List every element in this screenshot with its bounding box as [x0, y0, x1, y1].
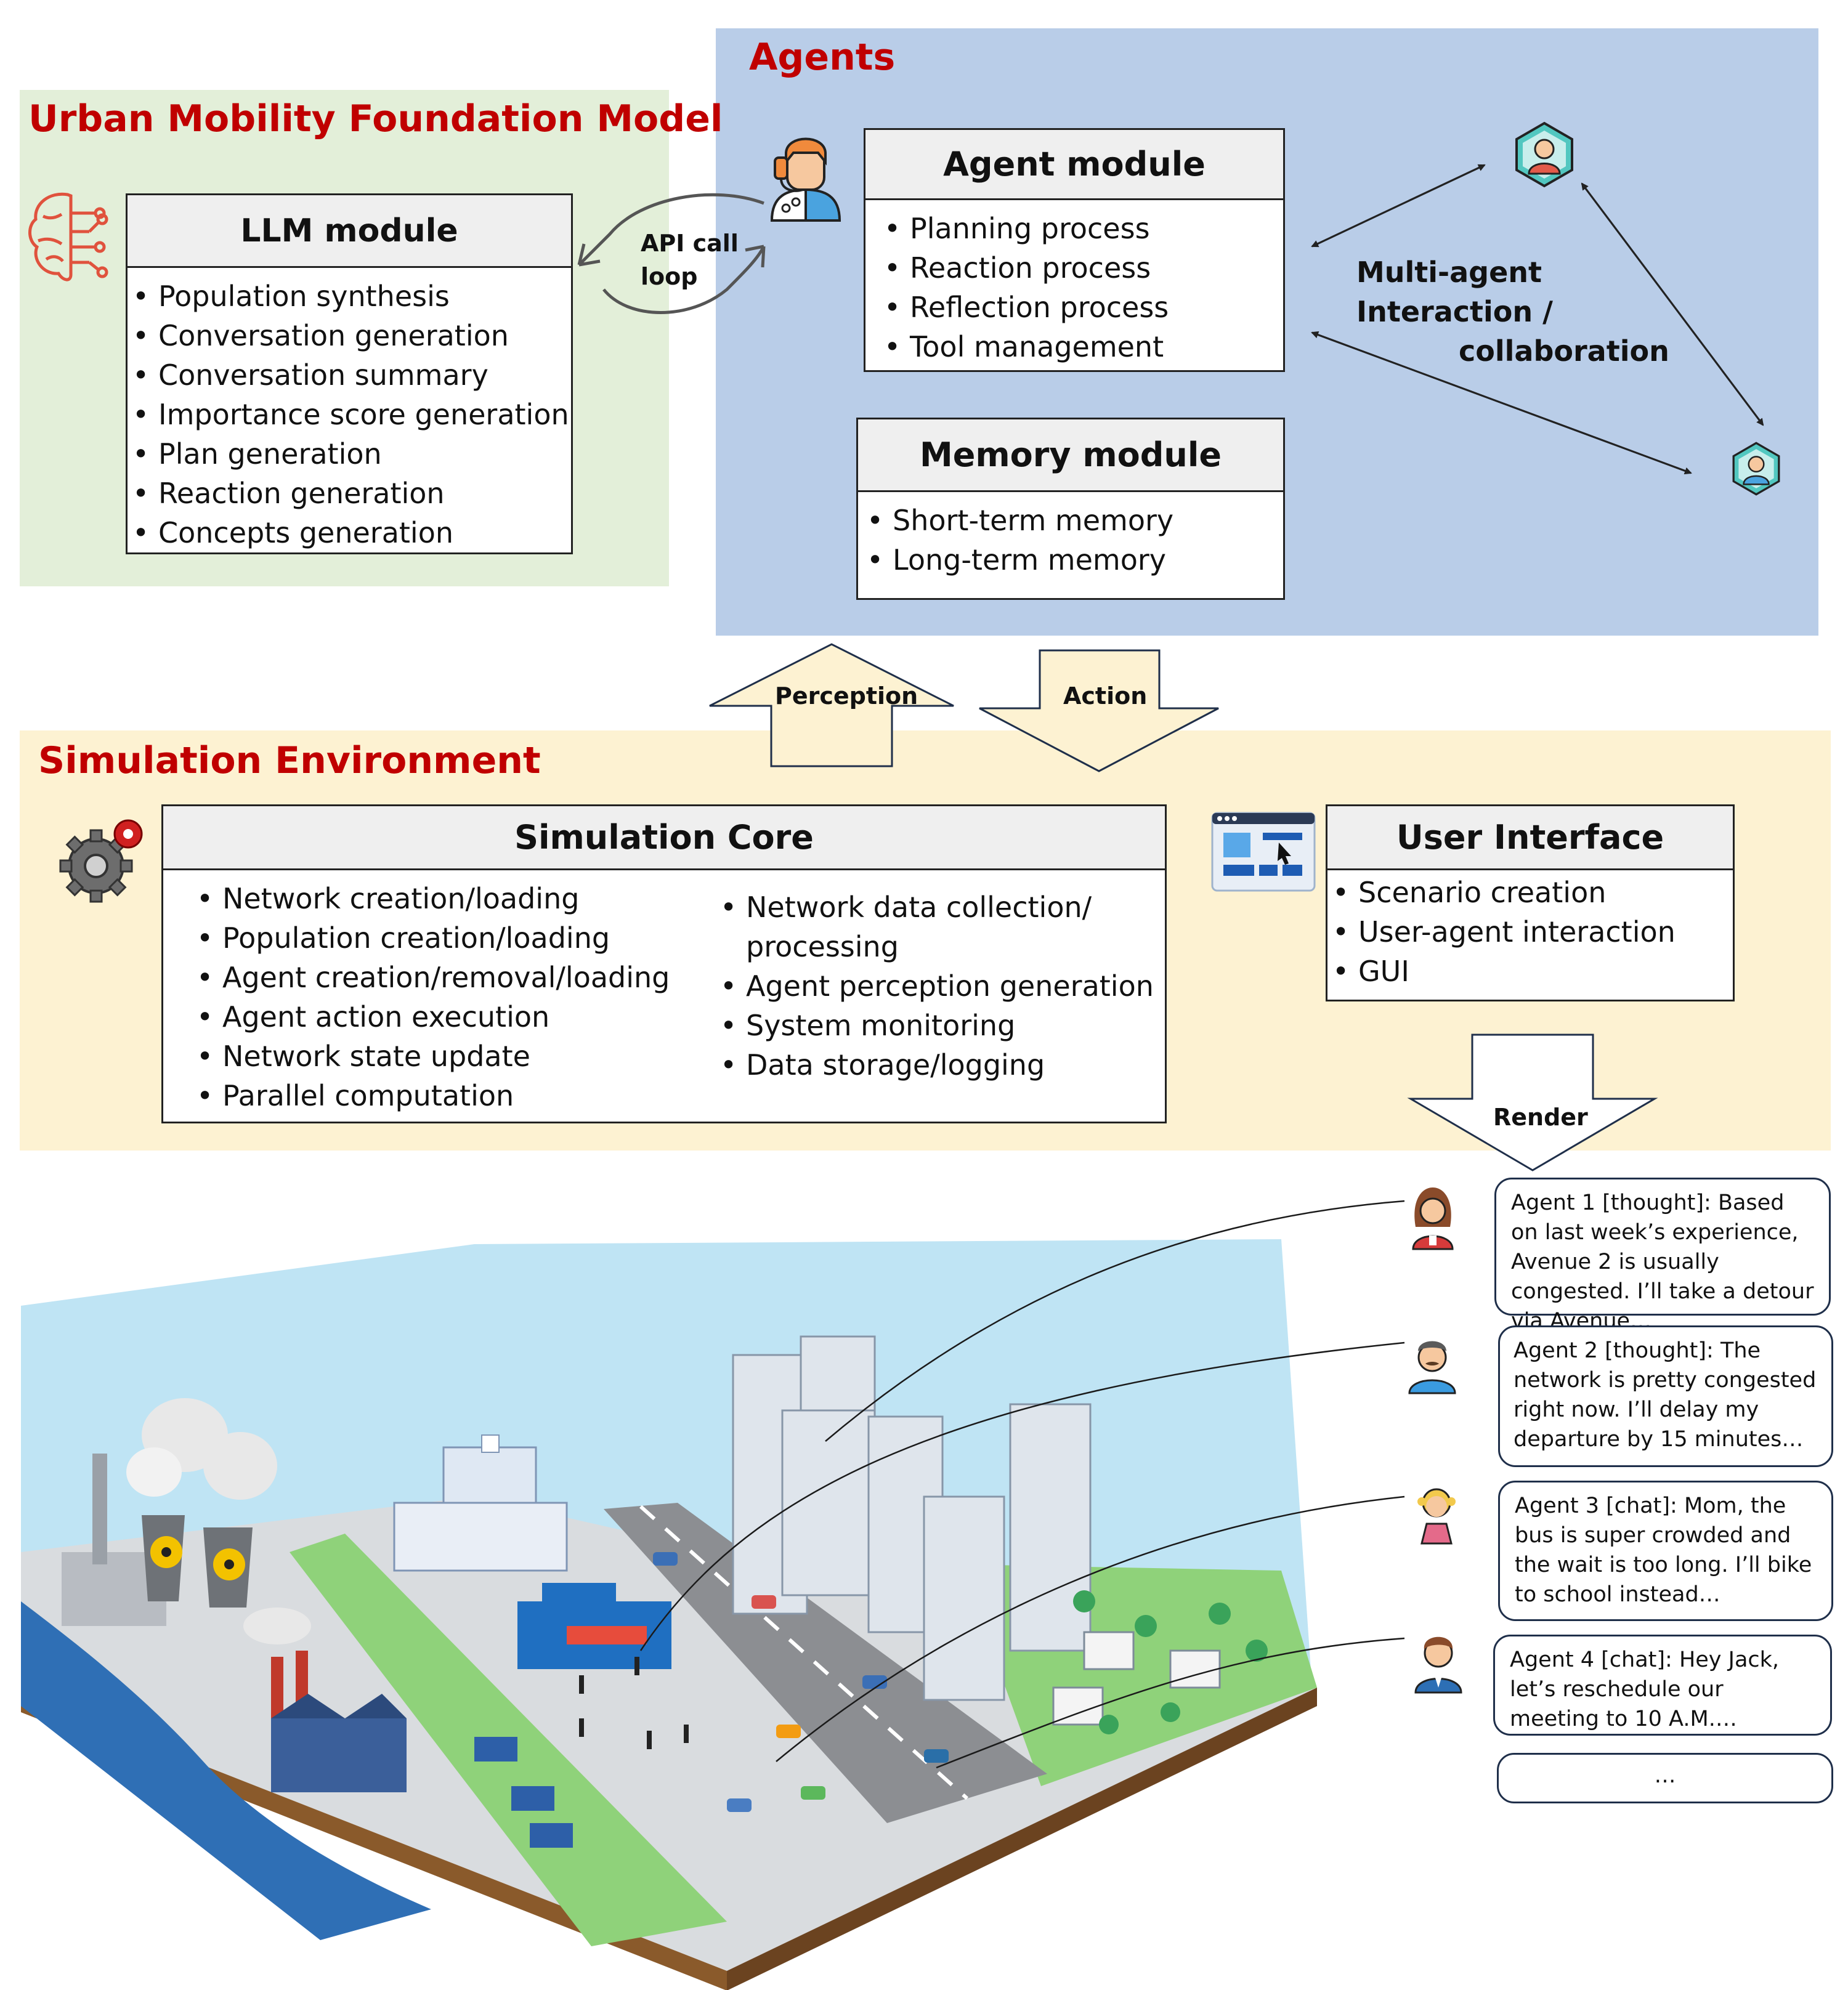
agent-1-bubble: Agent 1 [thought]: Based on last week’s … [1494, 1178, 1831, 1333]
user-interface-list: Scenario creation User-agent interaction… [1327, 870, 1733, 991]
agents-title: Agents [749, 36, 896, 79]
list-item: Data storage/logging [715, 1045, 1154, 1085]
list-item: Network data collection/ processing [715, 888, 1154, 966]
solar-panels [474, 1737, 573, 1848]
more-agents-bubble: … [1497, 1753, 1833, 1803]
agent-link-lines [639, 1200, 1405, 1769]
list-item: System monitoring [715, 1006, 1154, 1045]
api-loop-line-1: API call [641, 230, 739, 257]
agent-module-title: Agent module [865, 130, 1283, 200]
list-item: Agent creation/removal/loading [192, 958, 670, 997]
simulation-core-title: Simulation Core [163, 806, 1165, 870]
api-loop-arrows [577, 193, 766, 314]
factory [271, 1651, 407, 1792]
list-item: Tool management [879, 327, 1283, 366]
api-loop-label: API call loop [641, 227, 739, 293]
girl-avatar-icon [1417, 1488, 1456, 1545]
agent-module-list: Planning process Reaction process Reflec… [865, 200, 1283, 366]
list-item: Agent action execution [192, 997, 670, 1037]
render-label: Render [1493, 1104, 1588, 1131]
action-label: Action [1063, 682, 1148, 710]
man-avatar-icon [1414, 1636, 1462, 1694]
multi-agent-line-2: Interaction / [1356, 295, 1553, 328]
agent-4-bubble: Agent 4 [chat]: Hey Jack, let’s reschedu… [1493, 1635, 1832, 1736]
memory-module-list: Short-term memory Long-term memory [858, 492, 1283, 580]
list-item: Scenario creation [1327, 873, 1733, 912]
list-item: Concepts generation [128, 513, 571, 552]
user-interface-title: User Interface [1327, 806, 1733, 870]
render-arrow [1407, 1033, 1658, 1171]
list-item: Conversation summary [128, 355, 571, 395]
perception-label: Perception [775, 682, 918, 710]
list-item: Reaction generation [128, 474, 571, 513]
foundation-title: Urban Mobility Foundation Model [28, 97, 723, 140]
hospital [393, 1434, 568, 1572]
list-item: Population creation/loading [192, 918, 670, 958]
list-item-line: processing [746, 930, 899, 963]
gear-icon [59, 819, 143, 903]
brain-circuit-icon [28, 192, 108, 281]
llm-module-box: LLM module Population synthesis Conversa… [126, 193, 573, 554]
houses [1052, 1631, 1221, 1726]
list-item: Population synthesis [128, 277, 571, 316]
list-item: Network creation/loading [192, 879, 670, 918]
multi-agent-line-3: collaboration [1459, 334, 1669, 368]
power-plant [62, 1398, 311, 1644]
city-scene [21, 1239, 1317, 1990]
trees [1073, 1590, 1268, 1734]
pedestrians [579, 1657, 689, 1749]
slab-side-right [727, 1688, 1317, 1990]
list-item: Parallel computation [192, 1076, 670, 1115]
cars [653, 1552, 949, 1812]
list-item: Planning process [879, 209, 1283, 248]
woman-avatar-icon [1412, 1187, 1454, 1250]
main-road [604, 1503, 1047, 1823]
multi-agent-arrows [1311, 164, 1764, 475]
list-item: Network state update [192, 1037, 670, 1076]
list-item: Plan generation [128, 434, 571, 474]
list-item: User-agent interaction [1327, 912, 1733, 952]
api-loop-line-2: loop [641, 263, 698, 290]
list-item: Short-term memory [862, 501, 1283, 540]
list-item: Reaction process [879, 248, 1283, 288]
agent-3-bubble: Agent 3 [chat]: Mom, the bus is super cr… [1498, 1481, 1833, 1621]
person-hexagon-icon [1515, 121, 1573, 188]
llm-module-title: LLM module [128, 195, 571, 268]
llm-module-list: Population synthesis Conversation genera… [128, 268, 571, 552]
multi-agent-line-1: Multi-agent [1356, 256, 1542, 289]
memory-module-title: Memory module [858, 419, 1283, 492]
user-interface-box: User Interface Scenario creation User-ag… [1326, 804, 1735, 1001]
man-mustache-avatar-icon [1408, 1341, 1456, 1394]
ai-agent-person-icon [770, 137, 841, 222]
river [21, 1601, 431, 1940]
simulation-core-right-list: Network data collection/ processing Agen… [715, 888, 1154, 1085]
agent-module-box: Agent module Planning process Reaction p… [864, 128, 1285, 372]
memory-module-box: Memory module Short-term memory Long-ter… [856, 418, 1285, 600]
shop [517, 1583, 671, 1669]
list-item: Conversation generation [128, 316, 571, 355]
list-item: Importance score generation [128, 395, 571, 434]
simulation-title: Simulation Environment [38, 739, 541, 782]
gui-window-icon [1211, 812, 1316, 892]
list-item-line: Network data collection/ [746, 891, 1092, 924]
agent-2-bubble: Agent 2 [thought]: The network is pretty… [1498, 1325, 1833, 1467]
person-hexagon-icon [1732, 442, 1780, 496]
simulation-core-left-list: Network creation/loading Population crea… [192, 879, 670, 1115]
list-item: Reflection process [879, 288, 1283, 327]
list-item: Agent perception generation [715, 966, 1154, 1006]
multi-agent-label: Multi-agent Interaction / collaboration [1356, 253, 1669, 371]
skyscrapers [732, 1335, 1092, 1701]
list-item: Long-term memory [862, 540, 1283, 580]
simulation-core-box: Simulation Core Network creation/loading… [161, 804, 1167, 1123]
action-arrow [979, 649, 1219, 772]
list-item: GUI [1327, 952, 1733, 991]
perception-arrow [709, 643, 954, 767]
